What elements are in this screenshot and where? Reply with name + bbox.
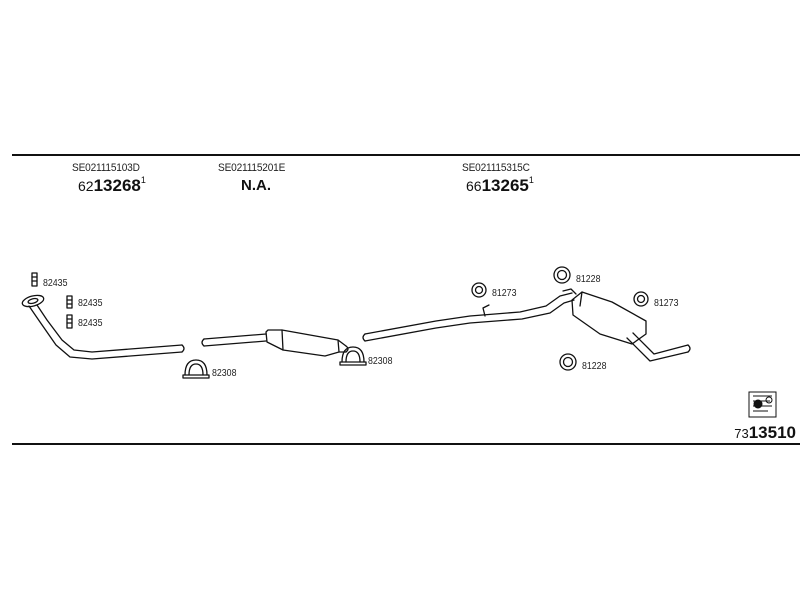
clamp-2-drawing [339,346,367,366]
bolt-3-drawing [66,314,73,329]
number-superscript: 1 [140,175,146,185]
bottom-rule [12,443,800,445]
front-pipe [21,294,185,360]
section-code-front: SE021115103D [72,162,140,174]
part-label-clamp-2: 82308 [368,356,393,367]
clamp-1-drawing [182,359,210,379]
section-na-middle: N.A. [241,177,271,194]
middle-silencer-section [201,329,349,357]
number-prefix: 66 [466,178,482,194]
ring-1-drawing [553,266,571,284]
bolt-2-drawing [66,295,73,309]
part-label-ring-2: 81228 [582,361,607,372]
part-label-bolt-1: 82435 [43,278,68,289]
ring-2-drawing [559,353,577,371]
number-main: 13265 [481,176,529,195]
rear-pipe-and-silencer [362,288,691,362]
part-label-ring-1: 81228 [576,274,601,285]
section-code-middle: SE021115201E [218,162,286,174]
part-label-bolt-3: 82435 [78,318,103,329]
number-prefix: 62 [78,178,94,194]
section-number-rear: 66132651 [466,175,534,196]
top-rule [12,154,800,156]
hanger-2-drawing [633,291,649,307]
section-number-front: 62132681 [78,175,146,196]
part-label-hanger-1: 81273 [492,288,517,299]
part-label-hanger-2: 81273 [654,298,679,309]
number-superscript: 1 [528,175,534,185]
hanger-1-drawing [471,282,487,298]
reference-main: 13510 [748,423,796,442]
part-label-clamp-1: 82308 [212,368,237,379]
reference-prefix: 73 [734,426,749,441]
catalog-book-icon [748,391,777,418]
section-code-rear: SE021115315C [462,162,530,174]
number-main: 13268 [93,176,141,195]
part-label-bolt-2: 82435 [78,298,103,309]
bolt-1-drawing [31,272,38,287]
reference-number: 7313510 [734,423,796,443]
